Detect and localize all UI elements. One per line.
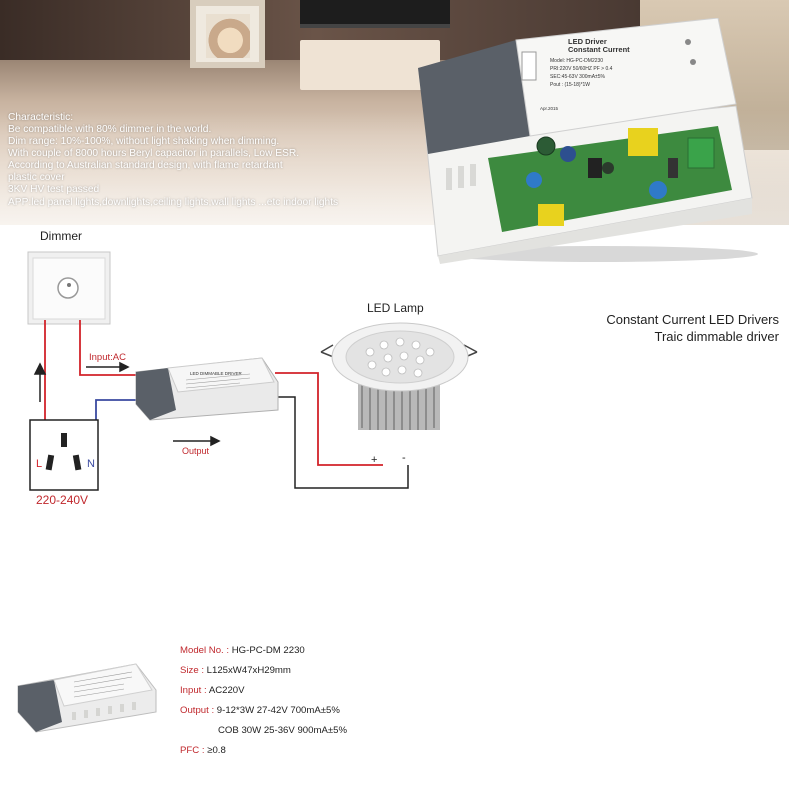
characteristics-text: Characteristic: Be compatible with 80% d… <box>8 112 428 209</box>
title-line2: Traic dimmable driver <box>654 329 780 344</box>
led-downlight-icon <box>320 322 478 430</box>
spec-model: Model No. : HG-PC-DM 2230 <box>180 641 347 661</box>
wall-frame-image <box>190 0 265 68</box>
input-ac-label: Input:AC <box>89 352 126 363</box>
wiring-diagram: L N 220-240V LED DIMMABLE DRIVER Input:A… <box>27 251 478 507</box>
characteristic-line: Dim range: 10%-100%, without light shaki… <box>8 136 280 147</box>
dimmer-label: Dimmer <box>40 229 82 243</box>
characteristic-line: Be compatible with 80% dimmer in the wor… <box>8 124 212 135</box>
characteristic-line: Characteristic: <box>8 112 74 123</box>
app-line: APP:led panel lights,downlights,ceiling … <box>8 197 339 208</box>
spec-size-key: Size : <box>180 665 207 676</box>
spec-pfc-key: PFC : <box>180 745 208 756</box>
driver-photo-model: Model: HG-PC-DM2230 <box>550 58 603 64</box>
spec-model-value: HG-PC-DM 2230 <box>231 645 305 656</box>
driver-photo-label-line1: LED Driver <box>568 37 607 46</box>
arrow-icon <box>33 361 221 447</box>
spec-pfc: PFC : ≥0.8 <box>180 741 347 761</box>
spec-size-value: L125xW47xH29mm <box>206 665 291 676</box>
power-socket-icon <box>29 419 99 491</box>
spec-output-cob: COB 30W 25-36V 900mA±5% <box>218 725 347 736</box>
warning-sticker-icon <box>521 51 537 81</box>
spec-output-key: Output : <box>180 705 217 716</box>
driver-photo-date: Apr.2015 <box>540 106 559 111</box>
table-image <box>300 40 440 90</box>
voltage-label: 220-240V <box>36 493 88 507</box>
characteristic-line: 3KV HV test passed <box>8 184 100 195</box>
driver-photo-pout: Pout : (15-18)*1W <box>550 82 590 88</box>
driver-photo-pri: PRI:220V 50/60HZ PF > 0.4 <box>550 66 613 72</box>
socket-live-label: L <box>36 458 42 470</box>
output-wire <box>275 396 409 489</box>
driver-photo-label-line2: Constant Current <box>568 45 630 54</box>
characteristic-line: plastic cover <box>8 172 65 183</box>
negative-terminal-label: - <box>402 452 406 464</box>
spec-pfc-value: ≥0.8 <box>207 745 226 756</box>
diagram-title: Constant Current LED Drivers Traic dimma… <box>560 311 779 345</box>
led-driver-icon: LED DIMMABLE DRIVER <box>135 357 279 421</box>
socket-neutral-label: N <box>87 458 95 470</box>
positive-terminal-label: + <box>371 454 377 466</box>
spec-input-key: Input : <box>180 685 209 696</box>
led-lamp-label: LED Lamp <box>367 301 424 315</box>
output-label: Output <box>182 446 210 456</box>
spec-input-value: AC220V <box>208 685 245 696</box>
driver-product-photo: LED Driver Constant Current Model: HG-PC… <box>418 18 758 264</box>
spec-input: Input : AC220V <box>180 681 347 701</box>
characteristic-line: According to Australian standard design,… <box>8 160 283 171</box>
dimmer-switch-icon <box>27 251 111 325</box>
title-line1: Constant Current LED Drivers <box>606 312 779 327</box>
spec-size: Size : L125xW47xH29mm <box>180 661 347 681</box>
spec-output: Output : 9-12*3W 27-42V 700mA±5% <box>180 701 347 721</box>
driver-thumbnail-image <box>17 663 157 733</box>
spec-output-value-1: 9-12*3W 27-42V 700mA±5% <box>216 705 340 716</box>
tv-image <box>300 0 450 28</box>
spec-model-key: Model No. : <box>180 645 232 656</box>
driver-diagram-title: LED DIMMABLE DRIVER <box>190 371 243 376</box>
spec-list: Model No. : HG-PC-DM 2230 Size : L125xW4… <box>180 641 347 761</box>
characteristic-line: With couple of 8000 hours Beryl capacito… <box>8 148 300 159</box>
driver-photo-sec: SEC:45-63V 300mA±5% <box>550 74 606 80</box>
